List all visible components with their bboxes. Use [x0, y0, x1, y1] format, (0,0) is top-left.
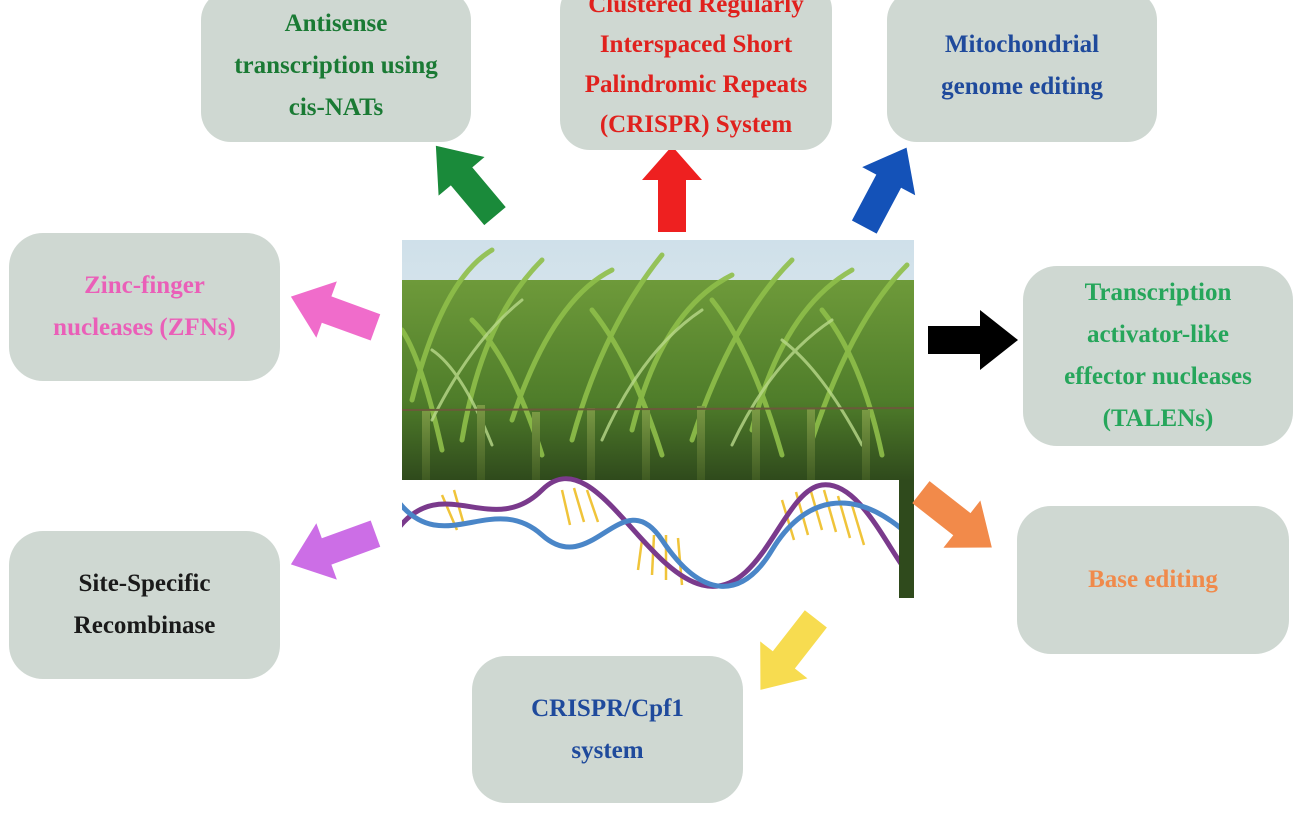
- node-cpf1-label: CRISPR/Cpf1 system: [531, 694, 684, 764]
- node-crispr-system: Clustered Regularly Interspaced Short Pa…: [560, 0, 832, 150]
- arrow-ssr-shape: [290, 520, 381, 580]
- node-talen-label: Transcription activator-like effector nu…: [1064, 279, 1252, 432]
- node-site-specific-recombinase: Site-Specific Recombinase: [9, 531, 280, 679]
- node-antisense-transcription: Antisense transcription using cis-NATs: [201, 0, 471, 142]
- arrow-zfn-shape: [290, 281, 381, 341]
- arrow-crispr-shape: [642, 146, 702, 232]
- arrow-crispr: [642, 146, 702, 232]
- arrow-base-shape: [912, 481, 992, 548]
- arrow-mito-shape: [851, 147, 916, 234]
- sugarcane-dna-image: [402, 240, 914, 600]
- node-zinc-finger-nucleases: Zinc-finger nucleases (ZFNs): [9, 233, 280, 381]
- arrow-mito: [851, 147, 916, 234]
- node-crispr-label: Clustered Regularly Interspaced Short Pa…: [584, 0, 808, 138]
- arrow-talen: [928, 310, 1018, 370]
- node-zfn-label: Zinc-finger nucleases (ZFNs): [53, 272, 236, 341]
- node-talens: Transcription activator-like effector nu…: [1023, 266, 1293, 446]
- arrow-cpf1-shape: [760, 610, 827, 690]
- node-base-editing: Base editing: [1017, 506, 1289, 654]
- node-base-label: Base editing: [1088, 566, 1218, 593]
- arrow-ssr: [290, 520, 381, 580]
- node-mito-label: Mitochondrial genome editing: [941, 31, 1103, 100]
- node-antisense-label: Antisense transcription using cis-NATs: [234, 10, 438, 121]
- sugarcane-field-icon: [402, 240, 914, 480]
- arrow-base: [912, 481, 992, 548]
- arrow-zfn: [290, 281, 381, 341]
- arrow-antisense-shape: [435, 145, 506, 226]
- dna-helix-icon: [402, 476, 914, 600]
- arrow-antisense: [435, 145, 506, 226]
- node-mitochondrial-editing: Mitochondrial genome editing: [887, 0, 1157, 142]
- node-ssr-label: Site-Specific Recombinase: [73, 570, 216, 639]
- node-crispr-cpf1: CRISPR/Cpf1 system: [472, 656, 743, 803]
- arrow-talen-shape: [928, 310, 1018, 370]
- arrow-cpf1: [760, 610, 827, 690]
